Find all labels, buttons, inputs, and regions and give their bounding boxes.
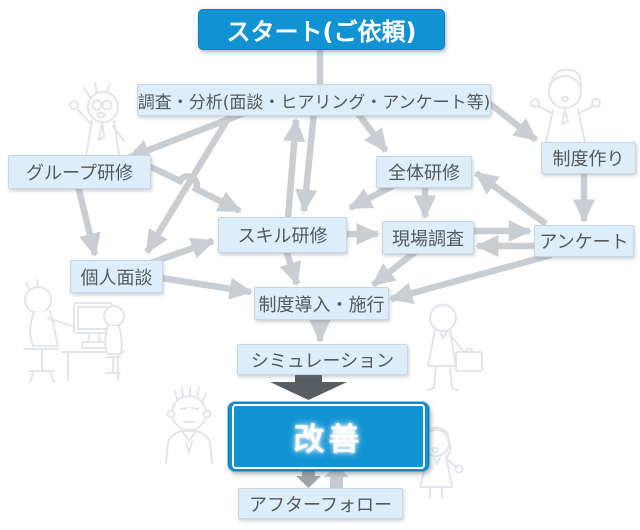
people-at-computer-illustration: [23, 279, 125, 383]
node-individual-interview: 個人面談: [70, 260, 163, 293]
node-simulation: シミュレーション: [237, 344, 408, 375]
node-system-implementation: 制度導入・施行: [254, 287, 389, 320]
node-start: スタート(ご依頼): [198, 9, 445, 50]
elderly-man-illustration: [165, 386, 213, 464]
edge-overall-skill: [348, 183, 395, 211]
edge-research-making: [486, 100, 539, 143]
woman-shrugging-illustration: [530, 68, 601, 162]
edge-questionnaire-overall: [474, 170, 548, 227]
big-down-arrow: [270, 375, 347, 400]
edge-lines: [74, 48, 596, 343]
edge-group-skill-with-hop: [147, 163, 242, 214]
edge-research-interview: [144, 110, 235, 254]
edge-interview-implementation: [160, 274, 253, 300]
node-improvement-label: 改善: [232, 404, 425, 469]
node-research-analysis: 調査・分析(面談・ヒアリング・アンケート等): [137, 84, 491, 116]
edge-research-overall: [354, 110, 389, 153]
edge-group-interview: [74, 185, 101, 257]
node-field-survey: 現場調査: [382, 221, 474, 254]
edge-questionnaire-implementation: [389, 251, 552, 304]
node-questionnaire: アンケート: [534, 225, 634, 257]
edge-skill-research: [283, 118, 306, 219]
edge-field-implementation: [370, 249, 418, 288]
node-system-design: 制度作り: [541, 142, 636, 174]
follow-to-improvement-arrow: [324, 465, 349, 489]
businessman-with-briefcase-illustration: [427, 303, 483, 391]
node-group-training: グループ研修: [8, 155, 151, 189]
node-after-follow: アフターフォロー: [238, 488, 403, 519]
node-improvement: 改善: [228, 402, 429, 471]
edge-research-skill: [295, 111, 318, 213]
edge-skill-implementation: [279, 248, 301, 286]
professor-pointing-illustration: [69, 82, 125, 163]
node-skill-training: スキル研修: [218, 217, 347, 253]
node-overall-training: 全体研修: [376, 156, 472, 188]
